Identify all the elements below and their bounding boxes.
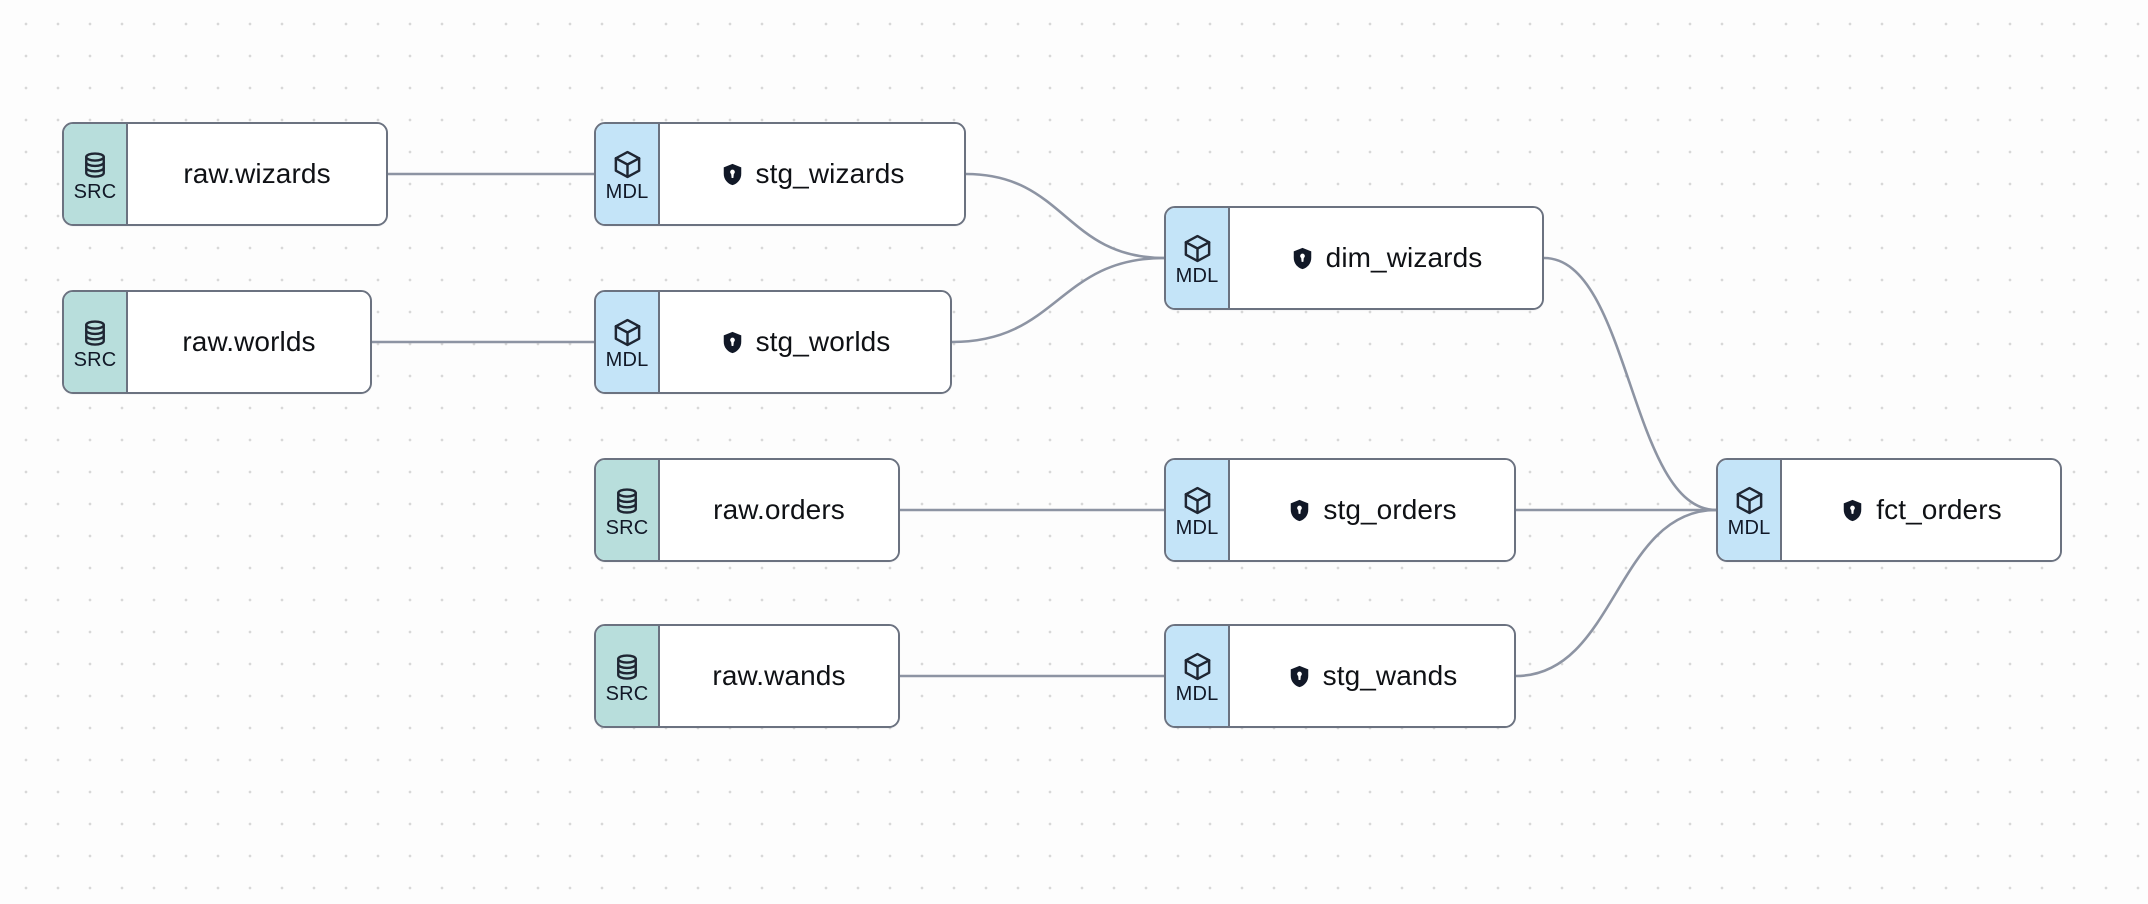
cube-icon [612, 317, 643, 348]
cube-icon [1182, 485, 1213, 516]
database-icon [80, 150, 110, 180]
node-body: raw.worlds [128, 292, 370, 392]
lineage-node-raw-wizards[interactable]: SRC raw.wizards [62, 122, 388, 226]
lineage-node-dim-wizards[interactable]: MDL dim_wizards [1164, 206, 1544, 310]
lineage-node-fct-orders[interactable]: MDL fct_orders [1716, 458, 2062, 562]
node-body: stg_orders [1230, 460, 1514, 560]
node-type-label: MDL [1175, 517, 1219, 539]
lineage-node-stg-orders[interactable]: MDL stg_orders [1164, 458, 1516, 562]
shield-lock-icon [720, 162, 745, 187]
lineage-node-stg-wands[interactable]: MDL stg_wands [1164, 624, 1516, 728]
node-type-label: MDL [1727, 517, 1771, 539]
node-type-badge: SRC [64, 292, 128, 392]
node-type-label: SRC [73, 180, 117, 203]
node-label: stg_wands [1322, 660, 1458, 691]
node-type-label: SRC [605, 682, 649, 705]
node-type-badge: MDL [596, 124, 660, 224]
node-label: dim_wizards [1325, 242, 1483, 273]
cube-icon [1734, 485, 1765, 516]
node-body: raw.wizards [128, 124, 386, 224]
node-body: raw.orders [660, 460, 898, 560]
node-type-badge: MDL [1166, 208, 1230, 308]
lineage-node-stg-wizards[interactable]: MDL stg_wizards [594, 122, 966, 226]
node-type-badge: SRC [596, 626, 660, 726]
lineage-edge[interactable] [964, 172, 1166, 260]
node-label: raw.wizards [183, 158, 331, 189]
lineage-edge[interactable] [1514, 508, 1718, 678]
node-label: stg_worlds [755, 326, 891, 357]
node-type-badge: SRC [64, 124, 128, 224]
lineage-node-stg-worlds[interactable]: MDL stg_worlds [594, 290, 952, 394]
node-label: raw.worlds [182, 326, 316, 357]
node-body: raw.wands [660, 626, 898, 726]
node-type-label: MDL [1175, 683, 1219, 705]
node-type-badge: MDL [1718, 460, 1782, 560]
lineage-node-raw-worlds[interactable]: SRC raw.worlds [62, 290, 372, 394]
node-type-label: MDL [1175, 265, 1219, 287]
shield-lock-icon [1287, 664, 1312, 689]
shield-lock-icon [1290, 246, 1315, 271]
node-type-badge: MDL [596, 292, 660, 392]
lineage-edge[interactable] [1542, 256, 1718, 512]
node-type-badge: SRC [596, 460, 660, 560]
node-type-label: MDL [605, 181, 649, 203]
node-type-label: SRC [605, 516, 649, 539]
node-type-badge: MDL [1166, 460, 1230, 560]
node-type-badge: MDL [1166, 626, 1230, 726]
database-icon [80, 318, 110, 348]
cube-icon [1182, 651, 1213, 682]
node-label: stg_wizards [755, 158, 905, 189]
node-body: stg_wands [1230, 626, 1514, 726]
node-body: stg_worlds [660, 292, 950, 392]
node-label: stg_orders [1323, 494, 1457, 525]
node-body: stg_wizards [660, 124, 964, 224]
node-type-label: MDL [605, 349, 649, 371]
cube-icon [1182, 233, 1213, 264]
shield-lock-icon [720, 330, 745, 355]
lineage-node-raw-wands[interactable]: SRC raw.wands [594, 624, 900, 728]
node-type-label: SRC [73, 348, 117, 371]
node-body: dim_wizards [1230, 208, 1542, 308]
node-label: raw.orders [713, 494, 845, 525]
database-icon [612, 486, 642, 516]
node-body: fct_orders [1782, 460, 2060, 560]
database-icon [612, 652, 642, 682]
cube-icon [612, 149, 643, 180]
shield-lock-icon [1287, 498, 1312, 523]
lineage-node-raw-orders[interactable]: SRC raw.orders [594, 458, 900, 562]
lineage-edge[interactable] [950, 256, 1166, 344]
shield-lock-icon [1840, 498, 1865, 523]
node-label: raw.wands [712, 660, 846, 691]
node-label: fct_orders [1876, 494, 2002, 525]
